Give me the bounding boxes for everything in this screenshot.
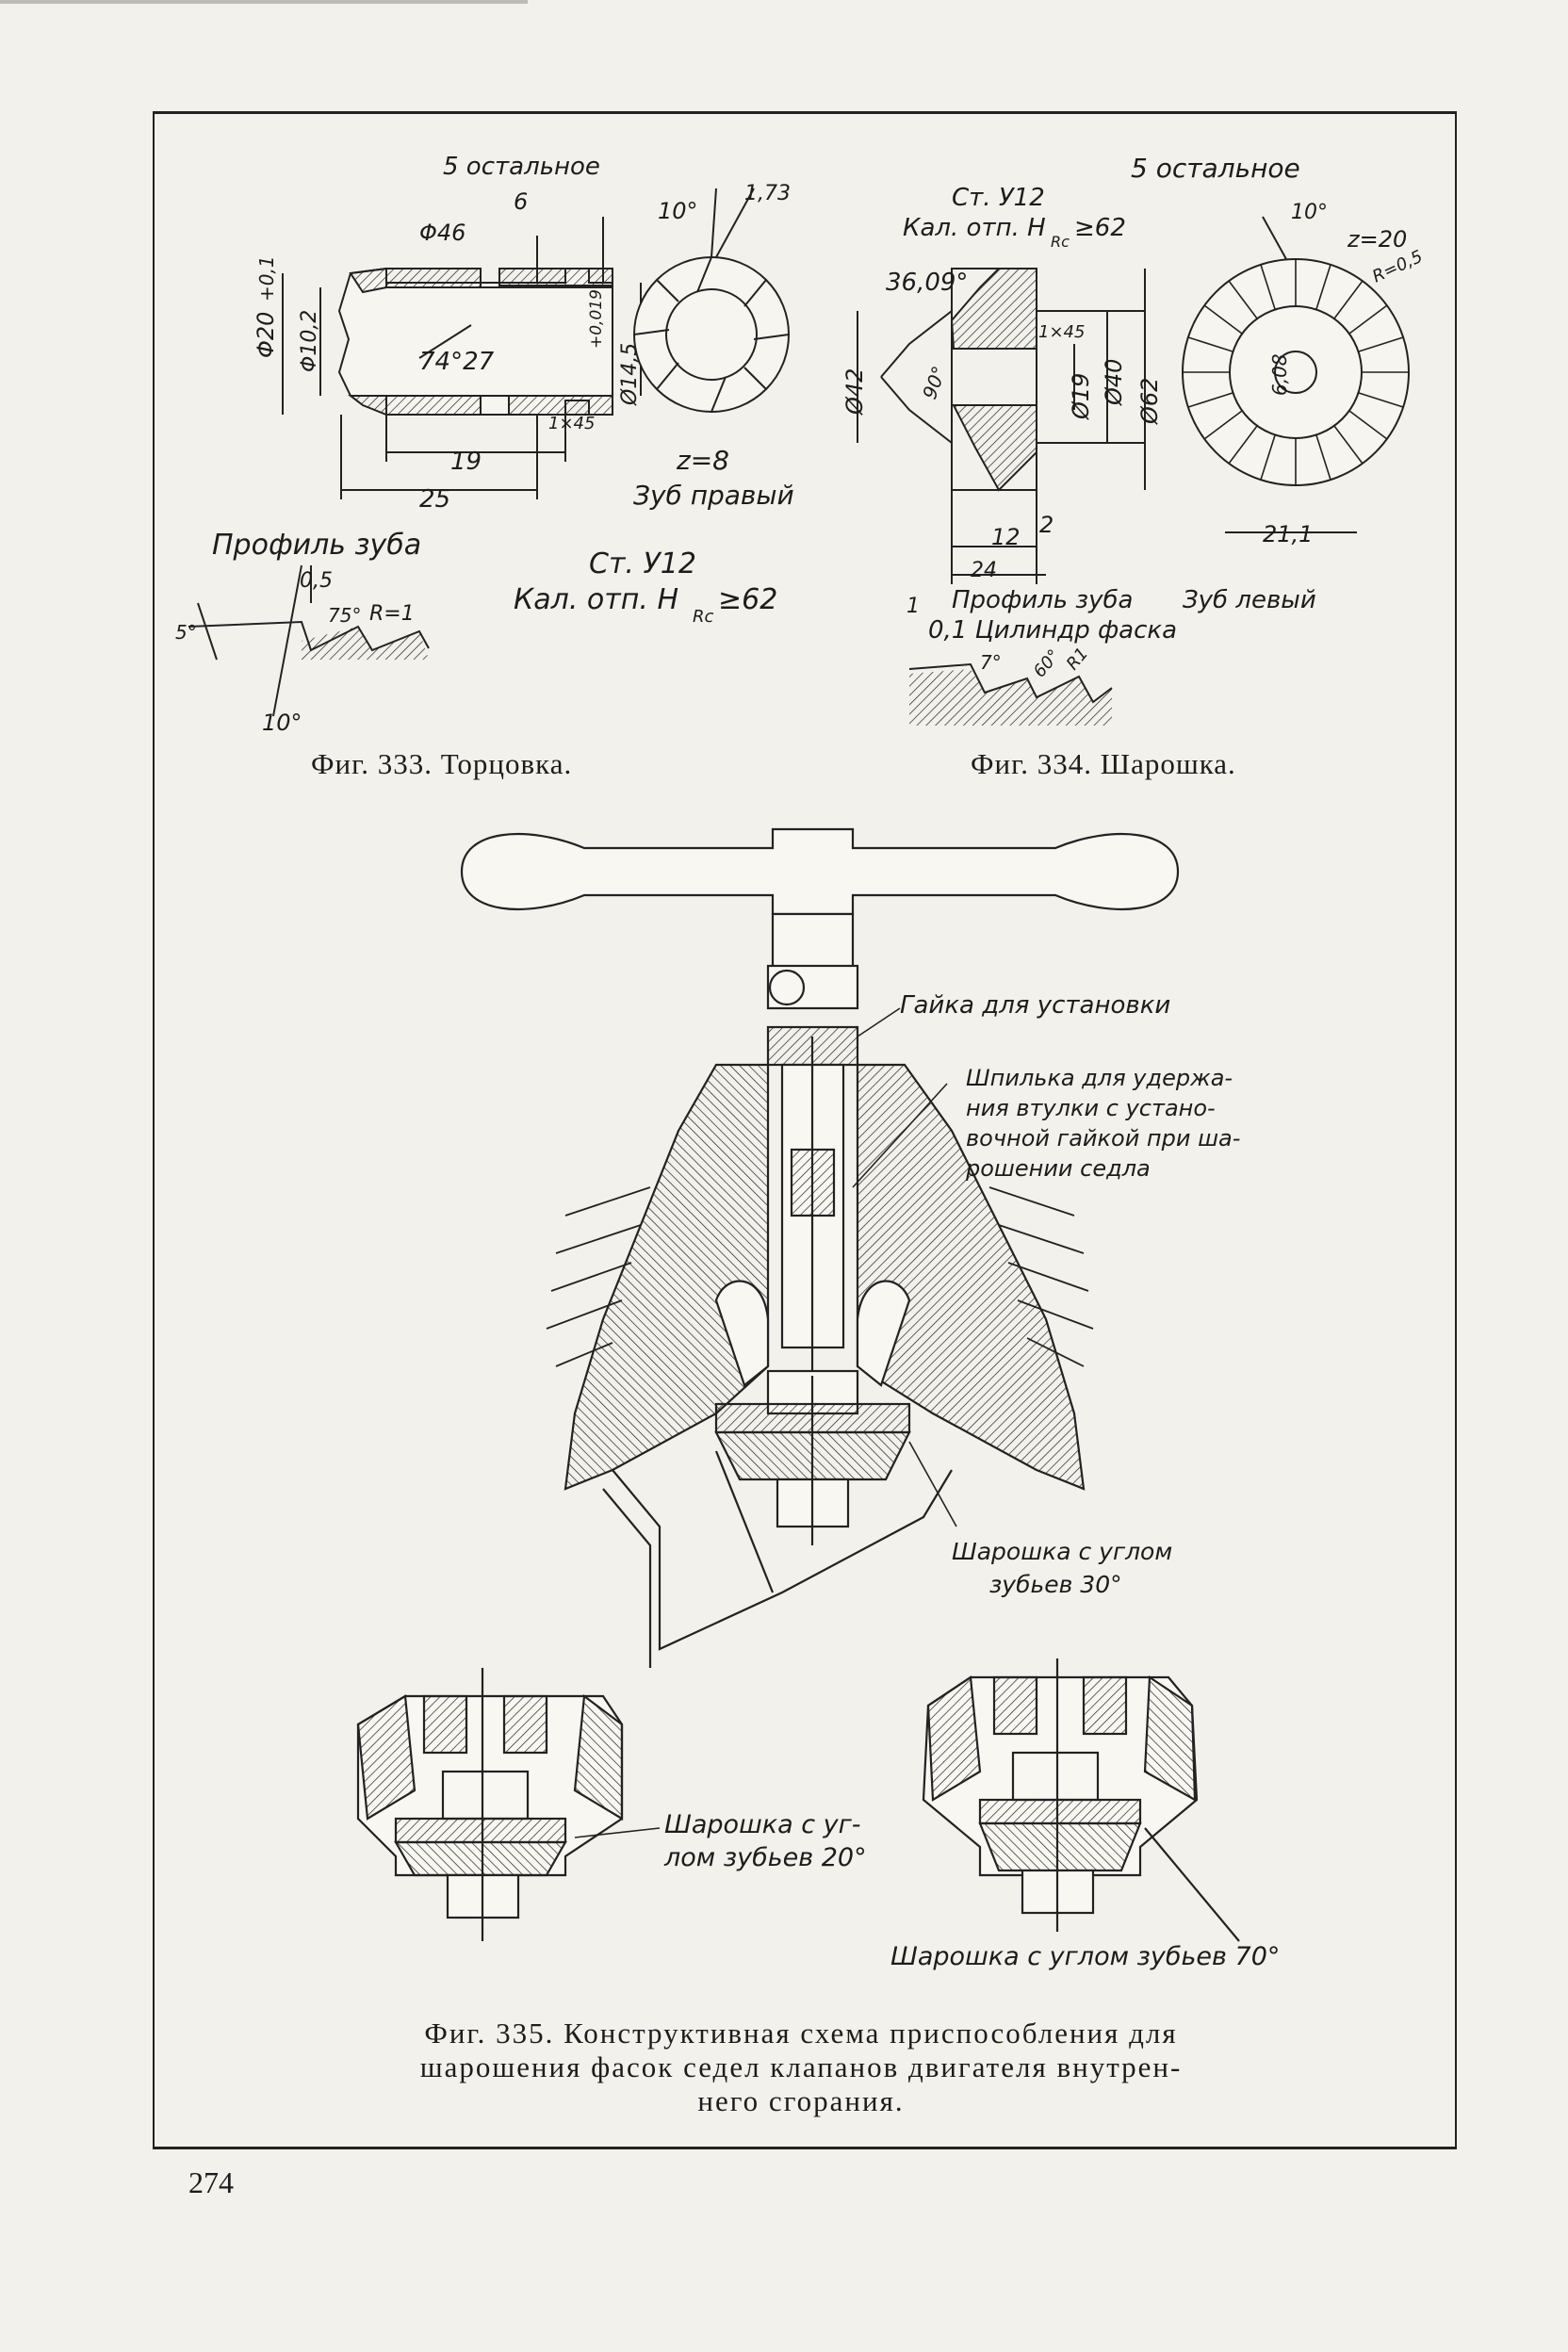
fig334-annotations: 5 остальное Ст. У12 Кал. отп. H Rc ≥62 3… [841, 153, 1426, 681]
fig334-hrc-val: ≥62 [1074, 214, 1126, 242]
fig334-7deg: 7° [980, 651, 1002, 674]
fig335-caption-line3: него сгорания. [697, 2084, 905, 2117]
fig335-label-cutter30-1: Шарошка с углом [952, 1538, 1172, 1565]
fig335-label-pin-2: ния втулки с устано- [966, 1095, 1216, 1121]
fig333-material: Ст. У12 [589, 547, 696, 580]
fig333-profile-title: Профиль зуба [212, 529, 421, 562]
fig334-tooth-dir: Зуб левый [1183, 586, 1316, 614]
fig333-profile-75deg: 75° [328, 604, 361, 627]
fig335-annotations: Гайка для установки Шпилька для удержа- … [663, 991, 1280, 1971]
fig334-dim-d40: Ø40 [1101, 359, 1127, 406]
fig334-roughness: 5 остальное [1131, 153, 1300, 184]
fig333-dim-d145: Ø14,5 [618, 343, 642, 406]
fig334-dim-24: 24 [971, 559, 997, 582]
fig334-dim-12: 12 [991, 524, 1021, 550]
fig333-dim-6: 6 [514, 188, 528, 215]
fig334-profile-title: Профиль зуба [952, 586, 1133, 614]
fig334-z: z=20 [1347, 226, 1407, 253]
page-frame-top-rule [153, 111, 1457, 114]
fig333-tol-20: +0,1 [255, 255, 278, 302]
fig333-tooth-dir: Зуб правый [633, 480, 794, 511]
fig333-dim-angle: 74°27 [419, 348, 495, 376]
fig333-dim-d46: Φ46 [419, 220, 466, 246]
fig335-detail-70 [922, 1658, 1240, 1942]
fig333-annotations: 5 остальное Φ46 6 Φ20 +0,1 Φ10,2 74°27 Ø… [175, 153, 794, 736]
fig334-dim-608: 6,08 [1268, 353, 1291, 396]
fig335-caption-line1: Фиг. 335. Конструктивная схема приспособ… [424, 2017, 1178, 2050]
fig334-material: Ст. У12 [952, 184, 1045, 212]
fig335-label-cutter30-2: зубьев 30° [989, 1571, 1122, 1598]
fig335-label-pin-3: вочной гайкой при ша- [966, 1125, 1240, 1152]
fig334-dim-d42: Ø42 [841, 368, 868, 416]
fig333-hrc-sub: Rc [693, 607, 714, 627]
fig334-r1: R1 [1063, 644, 1092, 674]
fig333-dim-25: 25 [419, 485, 450, 514]
fig334-dim-10deg: 10° [1291, 201, 1328, 224]
fig334-60deg: 60° [1030, 645, 1065, 681]
fig333-hrc-val: ≥62 [718, 583, 777, 616]
fig334-dim-3609: 36,09° [886, 269, 968, 297]
fig334-chamfer-note: 0,1 Цилиндр фаска [928, 616, 1177, 645]
fig333-caption: Фиг. 333. Торцовка. [311, 747, 573, 780]
fig333-profile-10deg: 10° [262, 710, 302, 736]
fig333-z: z=8 [676, 445, 729, 476]
fig334-v1: 1 [906, 595, 920, 618]
fig335-label-cutter70: Шарошка с углом зубьев 70° [890, 1942, 1280, 1971]
fig335-label-pin-4: рошении седла [965, 1155, 1151, 1182]
fig333-tooth-profile [188, 564, 430, 717]
fig333-end-view [633, 188, 790, 413]
fig335-label-pin-1: Шпилька для удержа- [966, 1065, 1233, 1091]
fig335-detail-20 [356, 1668, 624, 1941]
fig334-section-view [857, 268, 1146, 584]
fig335-label-nut: Гайка для установки [900, 991, 1170, 1020]
fig334-hardness: Кал. отп. H [903, 214, 1046, 242]
fig334-hrc-sub: Rc [1051, 233, 1070, 251]
fig334-dim-chamfer: 1×45 [1038, 322, 1085, 342]
page-frame-bottom-rule [153, 2147, 1457, 2149]
fig333-dim-19: 19 [450, 448, 482, 476]
fig334-dim-2: 2 [1039, 512, 1054, 538]
fig334-caption: Фиг. 334. Шарошка. [971, 747, 1236, 780]
fig335-label-cutter20-1: Шарошка с уг- [664, 1810, 861, 1839]
fig335-label-cutter20-2: лом зубьев 20° [663, 1843, 867, 1872]
fig334-r05: R=0,5 [1369, 247, 1426, 287]
scan-edge-artifact [0, 0, 528, 4]
fig333-section-view [282, 217, 642, 499]
fig334-dim-d62: Ø62 [1136, 378, 1163, 425]
fig334-dim-90: 90° [918, 363, 951, 402]
leader-lines [574, 1007, 957, 1838]
fig333-dim-chamfer: 1×45 [548, 414, 595, 433]
fig333-tol-145: +0,019 [587, 289, 606, 349]
fig334-dim-d19: Ø19 [1068, 373, 1094, 420]
fig333-dim-173: 1,73 [744, 182, 791, 205]
fig333-dim-d102: Φ10,2 [298, 310, 321, 372]
fig335-caption-line2: шарошения фасок седел клапанов двигателя… [419, 2050, 1183, 2083]
fig334-tooth-profile [908, 662, 1113, 726]
fig333-profile-05: 0,5 [300, 569, 333, 593]
fig333-hardness: Кал. отп. H [514, 583, 678, 616]
fig333-dim-10deg: 10° [658, 198, 698, 224]
page-frame [153, 111, 1457, 2148]
fig333-profile-5deg: 5° [175, 621, 197, 644]
fig333-profile-r1: R=1 [369, 602, 415, 626]
fig335-fixture [460, 827, 1180, 1668]
fig334-end-view [1182, 216, 1410, 533]
fig335-caption: Фиг. 335. Конструктивная схема приспособ… [339, 2017, 1263, 2118]
fig334-dim-211: 21,1 [1263, 521, 1313, 547]
fig333-dim-d20: Φ20 [253, 312, 279, 358]
fig333-roughness: 5 остальное [443, 153, 600, 181]
page-number: 274 [188, 2165, 234, 2199]
